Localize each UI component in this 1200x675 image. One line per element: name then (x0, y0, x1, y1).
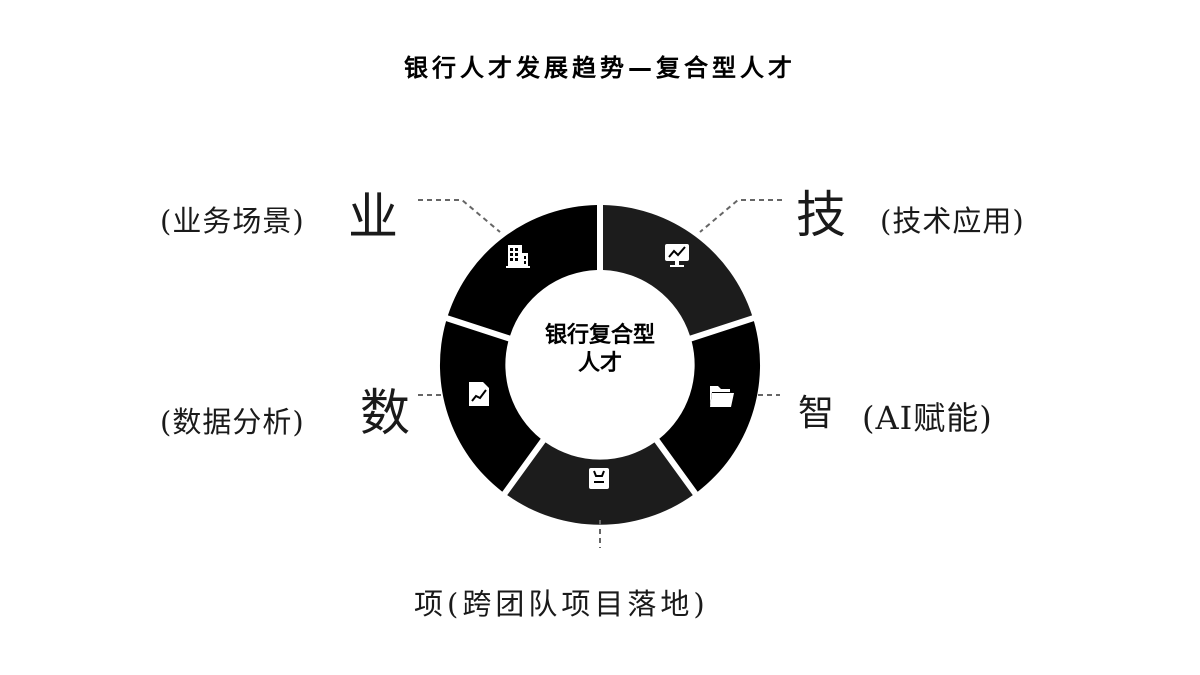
monitor-chart-icon (665, 244, 689, 267)
segment-business (447, 205, 597, 336)
segment-ai (659, 321, 761, 492)
label-project: 项(跨团队项目落地) (414, 590, 709, 619)
page-title: 银行人才发展趋势—复合型人才 (404, 54, 796, 82)
label-ai-key: 智 (798, 393, 835, 434)
center-label-line2: 人才 (577, 351, 622, 376)
label-technology-key: 技 (796, 186, 846, 244)
chart-document-icon (469, 382, 489, 406)
label-ai-desc: (AI赋能) (862, 399, 993, 437)
center-label: 银行复合型 人才 (520, 322, 680, 378)
label-project-desc: (跨团队项目落地) (447, 587, 709, 621)
label-business-desc: (业务场景) (160, 204, 305, 238)
label-data-key: 数 (360, 384, 410, 442)
leader-technology (699, 199, 782, 233)
folder-icon (710, 386, 734, 407)
label-business-key: 业 (348, 188, 398, 246)
clipboard-icon (589, 468, 609, 489)
label-data-desc: (数据分析) (160, 405, 305, 439)
label-project-key: 项 (414, 587, 448, 621)
segment-data (439, 321, 541, 492)
segment-technology (603, 205, 753, 336)
building-icon (506, 245, 530, 268)
label-technology-desc: (技术应用) (880, 204, 1025, 238)
center-label-line1: 银行复合型 (544, 323, 655, 348)
leader-business (418, 199, 501, 233)
